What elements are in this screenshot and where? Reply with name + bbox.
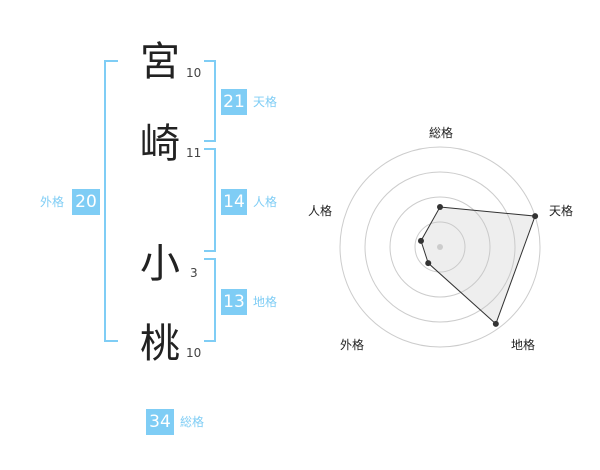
name-char-3: 小	[140, 241, 180, 287]
radar-point-3	[425, 260, 432, 267]
stroke-count-3: 3	[190, 266, 198, 280]
radar-ring-3	[364, 171, 516, 323]
tenkaku-value: 21	[221, 89, 247, 115]
radar-label-soukaku: 総格	[429, 126, 454, 140]
stroke-count-4: 10	[186, 346, 202, 360]
chikaku-bracket	[204, 258, 216, 342]
radar-label-chikaku: 地格	[511, 338, 536, 352]
radar-label-jinkaku: 人格	[308, 204, 333, 218]
stroke-count-1: 10	[186, 66, 202, 80]
jinkaku-value: 14	[221, 189, 247, 215]
chikaku-value: 13	[221, 289, 247, 315]
radar-label-tenkaku: 天格	[549, 204, 574, 218]
jinkaku-bracket	[204, 148, 216, 252]
name-char-1: 宮	[140, 39, 180, 85]
radar-point-1	[532, 213, 539, 220]
stroke-count-2: 11	[186, 146, 202, 160]
radar-point-0	[437, 204, 443, 210]
radar-polygon	[420, 206, 536, 325]
radar-label-gaikaku: 外格	[340, 338, 365, 352]
gaikaku-value: 20	[72, 189, 100, 215]
tenkaku-label: 天格	[253, 95, 278, 109]
name-char-2: 崎	[140, 121, 180, 167]
radar-ring-1	[414, 221, 466, 273]
radar-point-4	[417, 237, 424, 244]
radar-point-2	[492, 320, 499, 327]
tenkaku-bracket	[204, 60, 216, 142]
gaikaku-bracket	[104, 60, 118, 342]
name-char-4: 桃	[140, 321, 180, 367]
radar-center	[437, 244, 443, 250]
gaikaku-label: 外格	[40, 195, 65, 209]
chikaku-label: 地格	[253, 295, 278, 309]
radar-ring-2	[389, 196, 491, 298]
radar-ring-4	[339, 146, 541, 348]
soukaku-value: 34	[146, 409, 174, 435]
soukaku-label: 総格	[180, 415, 205, 429]
jinkaku-label: 人格	[253, 195, 278, 209]
